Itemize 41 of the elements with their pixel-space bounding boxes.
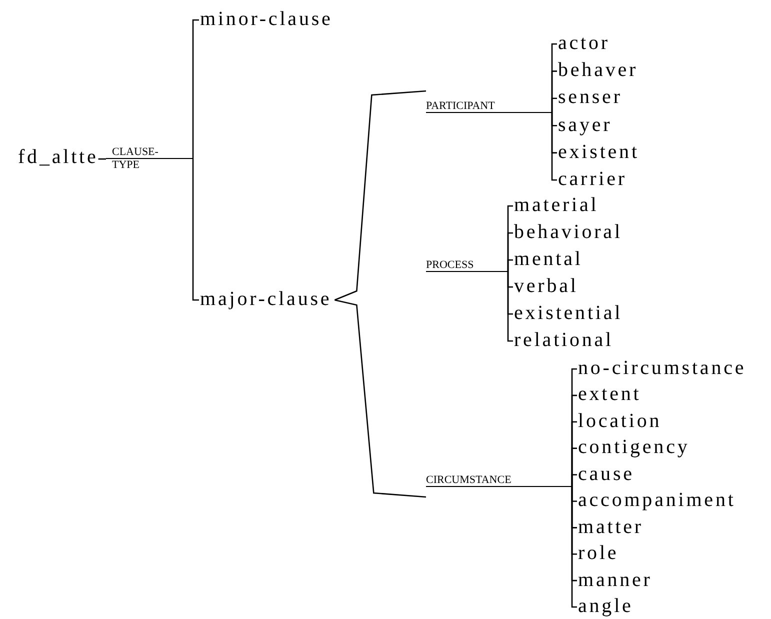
- system-name: TYPE: [111, 159, 140, 171]
- connector-line: [192, 159, 199, 301]
- feature-term: role: [578, 542, 619, 564]
- feature-term: mental: [514, 248, 583, 270]
- connector-line: [507, 272, 513, 342]
- feature-term: angle: [578, 595, 634, 617]
- connector-line: [507, 259, 513, 272]
- feature-term: matter: [578, 516, 644, 538]
- feature-term: no-circumstance: [578, 357, 746, 379]
- feature-term: manner: [578, 568, 652, 591]
- system-name: PROCESS: [426, 259, 508, 272]
- feature-term: senser: [558, 86, 622, 108]
- system-name: CIRCUMSTANCE: [426, 474, 572, 487]
- feature-term: accompaniment: [578, 489, 736, 512]
- feature-term: behavioral: [514, 221, 622, 243]
- system-name: CLAUSE-: [106, 146, 193, 159]
- feature-term: extent: [578, 383, 642, 406]
- feature-term: existent: [558, 140, 640, 163]
- connector-line: [551, 98, 557, 113]
- feature-term: carrier: [558, 168, 627, 190]
- feature-term: behaver: [558, 59, 638, 82]
- connector-line: [192, 19, 199, 159]
- feature-term: major-clause: [200, 288, 332, 310]
- feature-term: actor: [558, 32, 610, 54]
- feature-term: location: [578, 410, 662, 432]
- feature-term: relational: [514, 329, 614, 351]
- feature-term: sayer: [558, 114, 612, 136]
- feature-term: minor-clause: [200, 8, 333, 30]
- brace-connector: [334, 90, 426, 301]
- root-feature: fd_altte: [18, 146, 98, 168]
- system-name: PARTICIPANT: [426, 100, 552, 113]
- feature-term: material: [514, 194, 599, 216]
- connector-line: [98, 158, 106, 160]
- brace-connector: [334, 299, 426, 498]
- feature-term: cause: [578, 462, 634, 485]
- connector-line: [571, 474, 577, 487]
- connector-line: [571, 487, 577, 608]
- connector-line: [551, 113, 557, 181]
- feature-term: existential: [514, 302, 623, 324]
- feature-term: contigency: [578, 436, 690, 458]
- feature-term: verbal: [514, 275, 578, 297]
